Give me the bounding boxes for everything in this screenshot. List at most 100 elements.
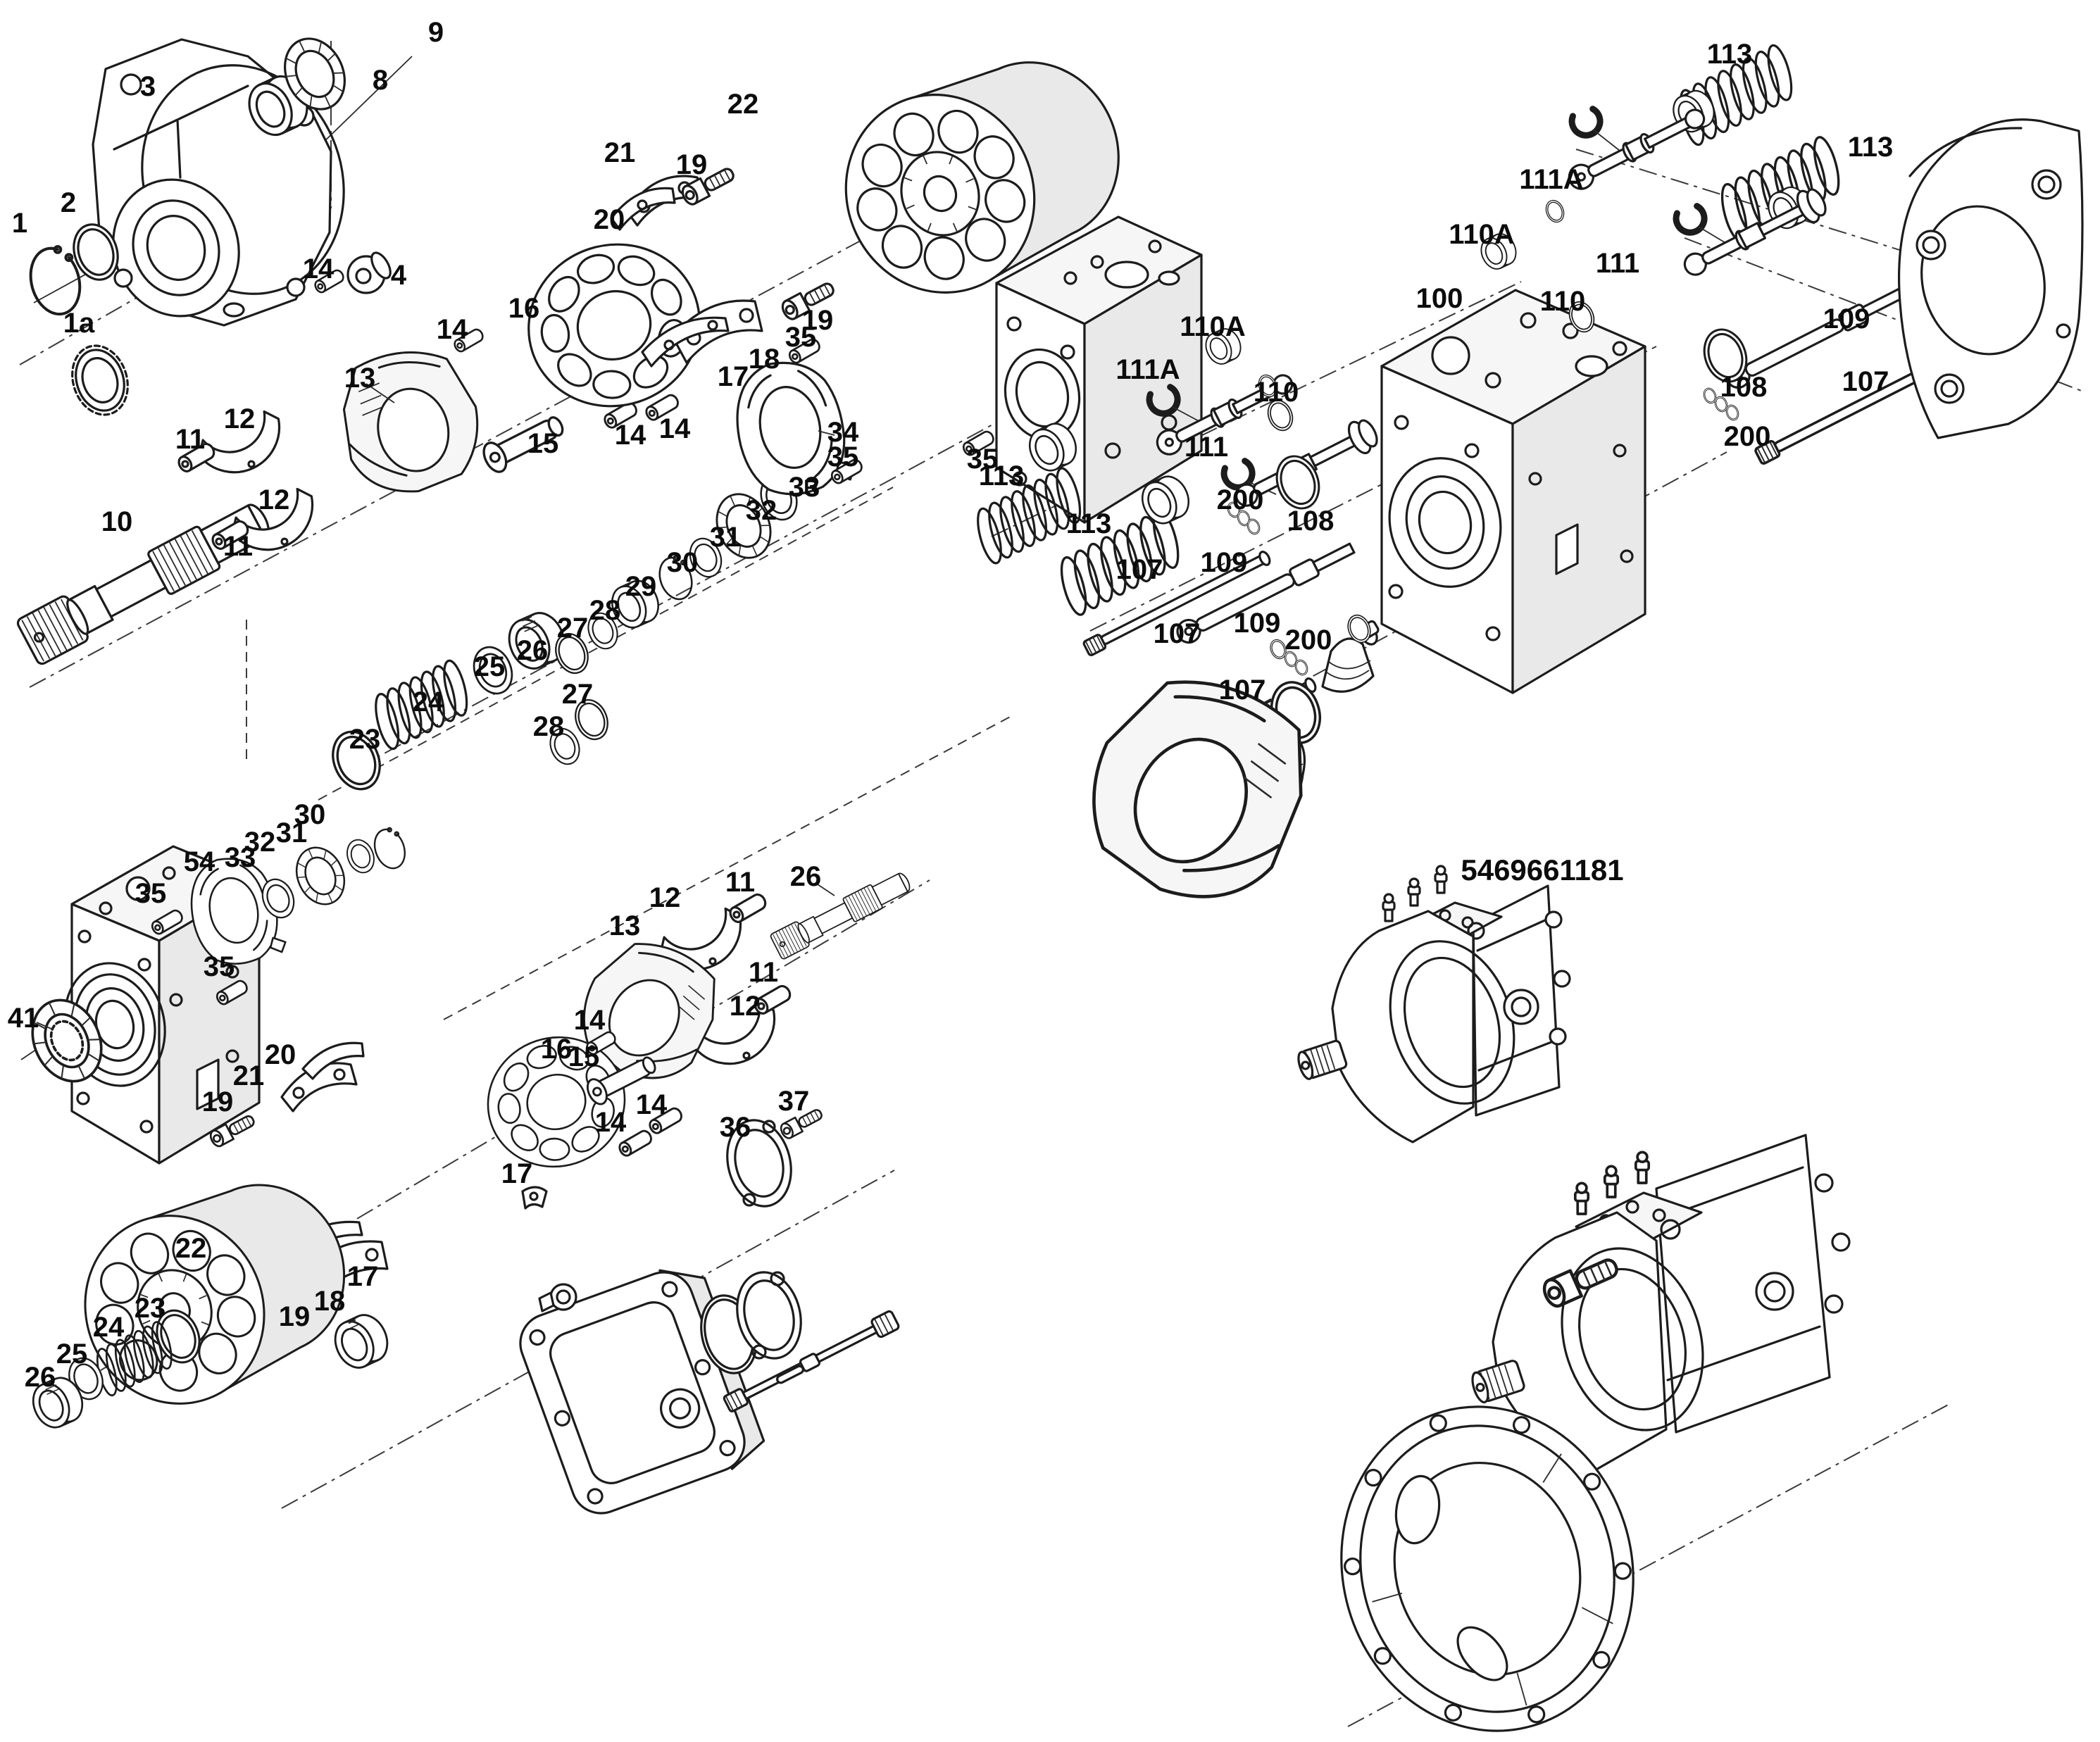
callout-22: 22 [727,89,759,120]
callout-18: 18 [314,1286,346,1317]
callout-16: 16 [508,293,540,324]
threaded-ring-26g [25,1371,90,1434]
callout-200: 200 [1724,421,1771,452]
callout-54: 54 [184,846,215,877]
callout-108: 108 [1720,372,1768,403]
callout-24: 24 [413,687,444,718]
callout-28: 28 [533,711,565,742]
ring-31g [342,835,380,877]
callout-11: 11 [749,957,778,988]
mounting-flange [1340,1405,1635,1732]
callout-36: 36 [720,1112,751,1143]
callout-11: 11 [725,867,755,898]
callout-9: 9 [428,17,444,48]
callout-21: 21 [604,137,636,168]
oring-small-e [1542,197,1568,225]
callout-14: 14 [595,1107,627,1138]
callout-35: 35 [827,441,859,472]
callout-41: 41 [8,1003,39,1034]
callout-27: 27 [557,613,589,644]
callout-26: 26 [517,635,549,666]
callout-14: 14 [636,1089,668,1120]
callout-111A: 111A [1519,164,1583,195]
callout-15: 15 [568,1041,600,1072]
shim-20 [610,187,676,231]
part-number: 5469661181 [1461,853,1623,886]
callout-108: 108 [1287,506,1335,537]
callout-27: 27 [562,679,594,710]
callout-19: 19 [802,305,834,336]
callout-107: 107 [1154,618,1201,649]
callout-11: 11 [223,531,253,562]
callout-33: 33 [789,472,820,503]
callout-3: 3 [140,71,156,102]
callout-26: 26 [790,861,822,892]
callout-113: 113 [1707,39,1753,70]
callout-37: 37 [778,1086,810,1117]
callout-110: 110 [1540,286,1586,317]
leader-lines [36,383,835,1030]
callout-14: 14 [574,1005,606,1036]
keeper-111-e [1674,205,1708,237]
callout-34: 34 [827,417,859,448]
dowel-pin-small [776,1365,804,1384]
servo-rod-111a-e [1563,103,1710,194]
callout-14: 14 [303,253,335,284]
callout-30: 30 [667,547,699,578]
callout-100: 100 [1416,283,1463,314]
callout-18: 18 [749,344,780,375]
callout-200: 200 [1285,625,1332,656]
spring-113f [1705,130,1856,249]
assembled-pump-2 [1471,1134,1851,1474]
callout-107: 107 [1219,675,1266,706]
callout-19: 19 [279,1301,311,1332]
callout-35: 35 [135,878,167,909]
callout-35: 35 [785,322,817,353]
callout-19: 19 [676,149,708,180]
callout-20: 20 [265,1039,296,1070]
callout-14: 14 [615,420,646,451]
shim-20g [301,1041,365,1080]
callout-32: 32 [244,827,276,858]
center-housing-100 [1380,289,1646,694]
callout-200: 200 [1217,484,1264,515]
snap-ring-30g [368,824,411,874]
callout-111: 111 [1185,432,1228,463]
callout-23: 23 [349,724,381,755]
callout-113: 113 [1066,508,1112,539]
bearing-32g [287,839,354,913]
callout-1a: 1a [63,308,95,339]
callout-22: 22 [175,1233,207,1264]
gasket-plate-36 [726,1119,792,1208]
callout-28: 28 [589,595,621,626]
callout-24: 24 [93,1312,125,1343]
callout-12: 12 [224,403,256,434]
callout-12: 12 [649,882,681,913]
callout-19: 19 [202,1086,234,1117]
shim-17 [641,316,730,368]
callout-30: 30 [294,799,326,830]
end-cover-bottom [519,1269,765,1515]
callout-113: 113 [1848,132,1894,163]
callout-16: 16 [541,1034,573,1065]
callout-31: 31 [710,522,742,553]
callout-14: 14 [659,413,691,444]
callout-32: 32 [746,495,777,526]
callout-11: 11 [175,424,205,455]
callout-109: 109 [1823,303,1870,334]
callout-107: 107 [1842,366,1889,397]
callout-R: R [804,476,819,499]
callout-111: 111 [1596,248,1639,279]
callout-13: 13 [609,910,641,941]
callout-110: 110 [1254,377,1299,408]
callout-110A: 110A [1180,311,1245,342]
clip-17h [521,1186,548,1210]
plug-4 [346,251,392,294]
callout-13: 13 [344,363,376,394]
callout-113: 113 [979,460,1025,491]
callout-17: 17 [718,361,749,392]
callout-29: 29 [625,571,657,602]
callout-109: 109 [1234,608,1281,639]
